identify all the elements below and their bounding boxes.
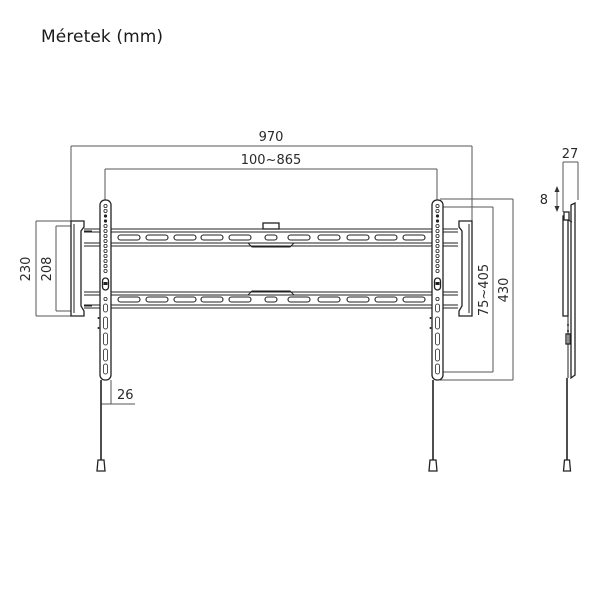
dimension-arm-width: 26 <box>101 380 135 405</box>
left-end-cap <box>70 220 92 317</box>
left-vertical-arm <box>96 199 112 472</box>
label-27: 27 <box>562 147 579 162</box>
label-430: 430 <box>497 278 512 303</box>
left-pull-tab <box>96 459 106 472</box>
wall-plate-rails <box>84 222 458 309</box>
diagram-title: Méretek (mm) <box>41 27 164 47</box>
dimension-overall-width: 970 <box>70 130 473 222</box>
right-pull-tab <box>428 459 438 472</box>
top-rail-slots <box>117 234 426 241</box>
right-arm-holes <box>433 203 442 375</box>
side-pull-tab <box>562 459 572 472</box>
label-100-865: 100~865 <box>241 153 302 168</box>
dimension-inner-height: 208 <box>40 225 72 312</box>
label-970: 970 <box>259 130 284 145</box>
label-75-405: 75~405 <box>477 264 492 316</box>
label-26: 26 <box>117 388 134 403</box>
side-view: 27 8 <box>540 147 579 472</box>
dimension-bracket-height: 430 <box>440 198 514 381</box>
left-arm-holes <box>101 203 110 375</box>
label-230: 230 <box>19 257 34 282</box>
dimension-vesa-vertical: 75~405 <box>440 206 494 373</box>
right-vertical-arm <box>428 199 444 472</box>
right-end-cap <box>458 220 473 317</box>
label-8: 8 <box>540 193 548 208</box>
dimension-vesa-horizontal: 100~865 <box>104 153 438 200</box>
bottom-rail-slots <box>117 296 426 303</box>
label-208: 208 <box>40 257 55 282</box>
dimension-outer-height: 230 <box>19 220 72 317</box>
